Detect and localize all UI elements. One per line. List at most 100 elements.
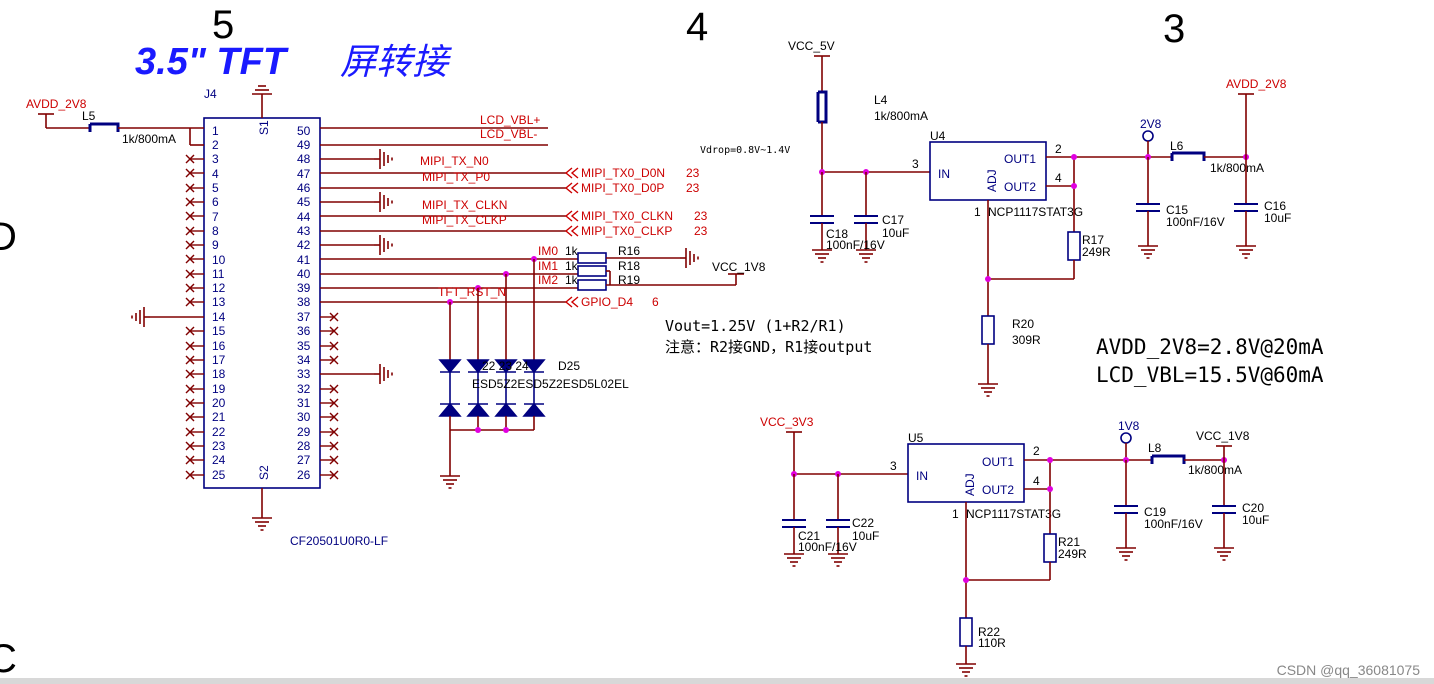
diode-d25-ref: D25 [558,359,580,373]
cap-c17-value: 10uF [882,226,909,240]
avdd-spec-note: AVDD_2V8=2.8V@20mA [1096,335,1324,359]
pin-number: 6 [212,195,219,209]
resistor-r22-ref: R22 [978,625,1000,639]
net-label-vcc-5v: VCC_5V [788,39,835,53]
pin-number: 8 [212,224,219,238]
pin-number: 21 [212,410,226,424]
net-label-mipi-tx-p0: MIPI_TX_P0 [422,170,490,184]
bottom-scroll-strip[interactable] [0,678,1434,684]
connector-j4: J4 CF20501U0R0-LF S1 S2 1 2 3 4 5 6 7 8 … [131,85,393,548]
inductor-l6-ref: L6 [1170,139,1184,153]
schematic-title-cn: 屏转接 [340,42,452,83]
pin-number: 15 [212,324,226,338]
net-label-mipi-tx-clkp: MIPI_TX_CLKP [422,213,507,227]
pin-number: 35 [297,339,311,353]
pin-number: 2 [212,138,219,152]
pin-number: 24 [212,453,226,467]
pin-number: 20 [212,396,226,410]
pin-number: 43 [297,224,311,238]
cap-c22-ref: C22 [852,516,874,530]
resistor-r22-value: 110R [978,636,1006,650]
pin-number: 2 [1055,142,1062,156]
resistor-r21-value: 249R [1058,547,1087,561]
inductor-l8-ref: L8 [1148,441,1162,455]
pin-number: 36 [297,324,311,338]
connector-ref: J4 [204,87,217,101]
pin-number: 16 [212,339,226,353]
inductor-l6-value: 1k/800mA [1210,161,1264,175]
regulator-u4: VCC_5V L4 1k/800mA Vdrop=0.8V~1.4V C18 1… [700,39,1291,397]
pin-in-label: IN [938,167,950,181]
backlight-nets: LCD_VBL+ LCD_VBL- [320,113,548,170]
pin-number: 44 [297,210,311,224]
regulator-u5-ref: U5 [908,431,924,445]
pin-number: 1 [974,205,981,219]
inductor-l5-ref: L5 [82,109,96,123]
pin-in-label: IN [916,469,928,483]
pin-number: 4 [1055,171,1062,185]
pin-number: 4 [212,167,219,181]
cap-c20-ref: C20 [1242,501,1264,515]
pin-number: 19 [212,382,226,396]
net-label-lcd-vbl-minus: LCD_VBL- [480,127,537,141]
pin-number: 25 [212,468,226,482]
pin-number: 3 [212,152,219,166]
pin-out1-label: OUT1 [982,455,1014,469]
pin-number: 23 [212,439,226,453]
pin-number: 9 [212,238,219,252]
resistor-wiring-note: 注意：R2接GND，R1接output [665,338,872,356]
pin-number: 12 [212,281,226,295]
cap-c21-value: 100nF/16V [798,540,857,554]
pin-number: 33 [297,367,311,381]
net-label-avdd-2v8-out: AVDD_2V8 [1226,77,1287,91]
net-label-lcd-vbl-plus: LCD_VBL+ [480,113,540,127]
cap-c19-ref: C19 [1144,505,1166,519]
cap-c19-value: 100nF/16V [1144,517,1203,531]
pin-number: 3 [912,157,919,171]
regulator-u5-part: NCP1117STAT3G [966,507,1061,521]
cap-c21-ref: C21 [798,529,820,543]
sheet-ref: 23 [686,166,700,180]
esd-diode-array: D25 22 23 24 ESD5Z2ESD5Z2ESD5L02EL [438,259,629,489]
reset-net: TFT_RST_N GPIO_D4 6 [320,285,659,309]
net-label-im2: IM2 [538,273,558,287]
pin-number: 37 [297,310,311,324]
sheet-ref: 23 [686,181,700,195]
cap-c17-ref: C17 [882,213,904,227]
pin-number: 31 [297,396,311,410]
zone-marker-d: D [0,215,17,259]
connector-part-number: CF20501U0R0-LF [290,534,388,548]
pin-number: 49 [297,138,311,152]
pin-number: 27 [297,453,311,467]
pin-number: 42 [297,238,311,252]
resistor-r21-ref: R21 [1058,535,1080,549]
regulator-u4-ref: U4 [930,129,946,143]
sheet-ref: 6 [652,295,659,309]
net-label-im1: IM1 [538,259,558,273]
vout-formula-note: Vout=1.25V (1+R2/R1) [665,317,846,335]
resistor-r20-value: 309R [1012,333,1041,347]
pin-number: 45 [297,195,311,209]
pin-out2-label: OUT2 [982,483,1014,497]
pin-number: 14 [212,310,226,324]
schematic-title: 3.5" TFT [135,41,289,83]
pin-adj-label: ADJ [963,473,977,496]
resistor-r17-ref: R17 [1082,233,1104,247]
sheet-ref: 23 [694,209,708,223]
cap-c15-value: 100nF/16V [1166,215,1225,229]
pin-number: 48 [297,152,311,166]
testpoint-1v8-label: 1V8 [1118,419,1140,433]
net-label-mipi-tx-clkn: MIPI_TX_CLKN [422,198,507,212]
shield-s2-label: S2 [257,465,271,480]
pin-number: 2 [1033,444,1040,458]
pin-number: 26 [297,468,311,482]
diode-part-labels: ESD5Z2ESD5Z2ESD5L02EL [472,377,629,391]
im-config-resistors: VCC_1V8 IM0 IM1 IM2 1k 1k 1k R16 R18 R19 [320,244,766,291]
pin-out2-label: OUT2 [1004,180,1036,194]
inductor-l4-ref: L4 [874,93,888,107]
pin-number: 50 [297,124,311,138]
inductor-l8-value: 1k/800mA [1188,463,1242,477]
pin-number: 34 [297,353,311,367]
resistor-r18-ref: R18 [618,259,640,273]
